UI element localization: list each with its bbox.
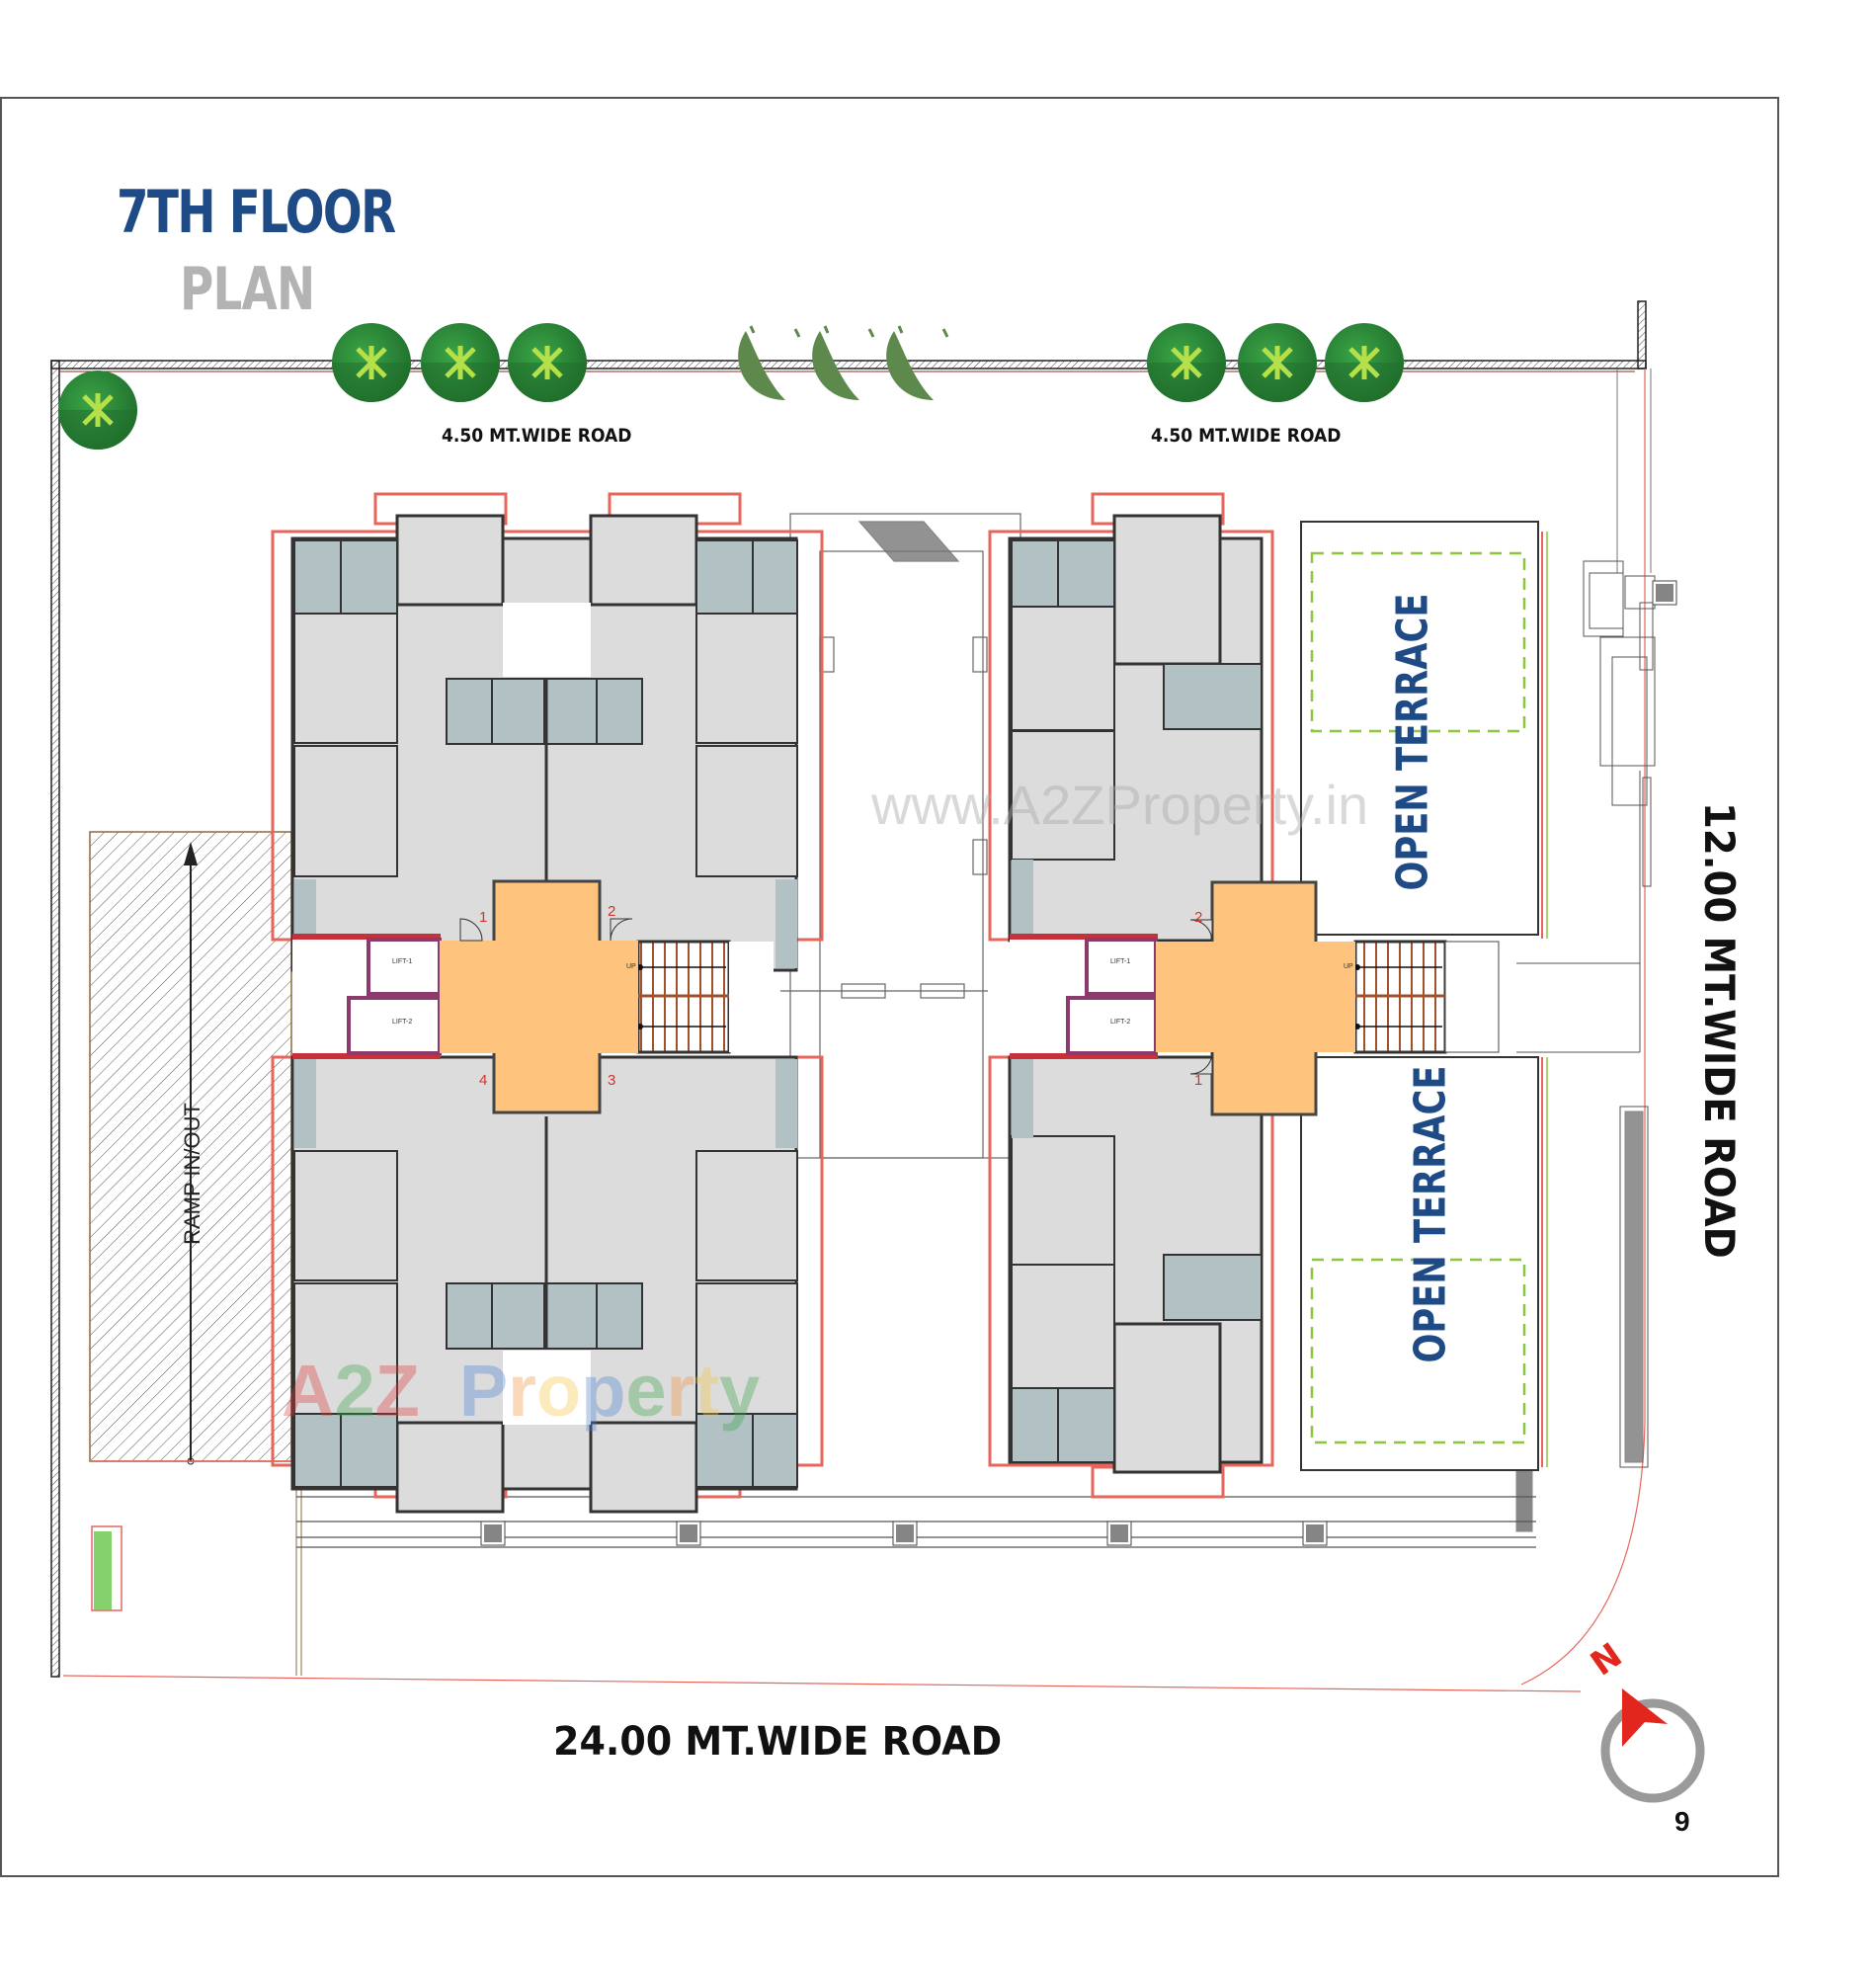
- logo-letter: A: [282, 1350, 335, 1432]
- logo-letter: r: [666, 1350, 695, 1432]
- plan-subtitle: PLAN: [180, 255, 315, 324]
- tower-a-flat-3-number: 3: [608, 1072, 616, 1089]
- terrace-label-upper: OPEN TERRACE: [1387, 593, 1438, 891]
- compass: [1600, 1688, 1705, 1803]
- road-label-north-left: 4.50 MT.WIDE ROAD: [442, 425, 632, 447]
- tower-b: [988, 492, 1548, 1499]
- ramp-label: RAMP IN/OUT: [180, 1103, 204, 1245]
- watermark-url: www.A2ZProperty.in: [871, 774, 1369, 836]
- logo-letter: y: [719, 1350, 761, 1432]
- watermark-logo: A2Z Property: [282, 1349, 760, 1433]
- logo-letter: p: [581, 1350, 626, 1432]
- road-label-south: 24.00 MT.WIDE ROAD: [553, 1719, 1003, 1765]
- tower-a-flat-2-number: 2: [608, 903, 616, 920]
- tower-b-flat-2-number: 2: [1194, 909, 1203, 926]
- tower-a-lift-2-label: LIFT-2: [392, 1019, 413, 1026]
- terrace-label-lower: OPEN TERRACE: [1405, 1065, 1456, 1363]
- page-number: 9: [1674, 1806, 1690, 1837]
- ramp: [89, 831, 292, 1465]
- logo-letter: r: [508, 1350, 536, 1432]
- tower-b-lift-1-label: LIFT-1: [1110, 958, 1131, 965]
- tower-a-stair-up-label: UP: [626, 963, 636, 970]
- tower-b-flat-1-number: 1: [1194, 1072, 1203, 1089]
- tower-b-stair-up-label: UP: [1344, 963, 1353, 970]
- logo-letter: o: [535, 1350, 582, 1432]
- tower-b-lift-2-label: LIFT-2: [1110, 1019, 1131, 1026]
- road-label-east: 12.00 MT.WIDE ROAD: [1695, 802, 1744, 1259]
- tower-a: [271, 492, 824, 1514]
- tower-a-flat-4-number: 4: [479, 1072, 488, 1089]
- logo-letter: t: [694, 1350, 720, 1432]
- logo-letter: P: [458, 1350, 509, 1432]
- plan-title: 7TH FLOOR: [117, 178, 396, 247]
- logo-letter: 2: [334, 1350, 375, 1432]
- planters-south: [480, 1521, 1328, 1546]
- logo-letter: Z: [374, 1350, 420, 1432]
- planter-box: [91, 1525, 122, 1611]
- logo-letter: e: [625, 1350, 667, 1432]
- road-label-north-right: 4.50 MT.WIDE ROAD: [1151, 425, 1342, 447]
- tower-a-lift-1-label: LIFT-1: [392, 958, 413, 965]
- tower-a-flat-1-number: 1: [479, 909, 488, 926]
- page-frame: [0, 97, 1779, 1877]
